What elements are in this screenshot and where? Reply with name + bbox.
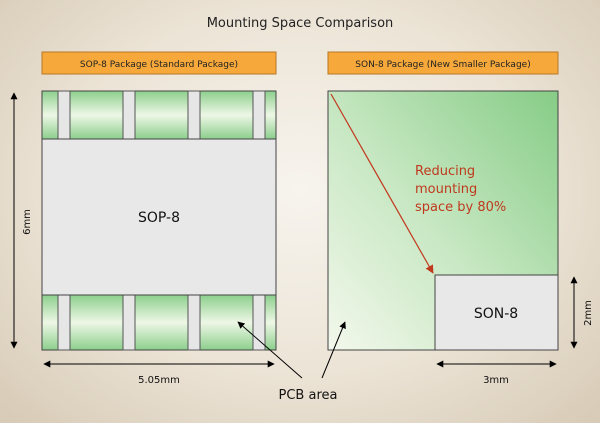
left-header-text: SOP-8 Package (Standard Package) [80,60,238,70]
pcb-pointer-left [237,321,303,379]
sop8-height-label: 6mm [22,209,33,235]
son8-footprint: SON-8 [327,90,559,351]
sop8-lead [187,294,201,351]
son8-width-label: 3mm [483,375,509,386]
sop8-lead [187,90,201,140]
son8-chip-label: SON-8 [474,306,518,322]
right-header-text: SON-8 Package (New Smaller Package) [355,60,530,70]
left-header-box [41,51,277,75]
sop8-chip-body [41,138,277,296]
reduction-note-line-1: Reducing [415,164,475,179]
son8-height-label: 2mm [583,300,594,326]
son8-chip-body [434,274,559,351]
sop8-lead [252,90,266,140]
sop8-top-pcb-strip [41,90,277,140]
sop8-bottom-pcb-strip [41,294,277,351]
sop8-width-label: 5.05mm [138,375,180,386]
diagram-title: Mounting Space Comparison [207,16,394,31]
pcb-area-label: PCB area [279,388,338,403]
sop8-lead [57,90,71,140]
sop8-lead [122,90,136,140]
reduction-note-line-2: mounting [415,182,477,197]
sop8-lead [122,294,136,351]
sop8-footprint: SOP-8 [41,90,277,351]
sop8-lead [57,294,71,351]
pcb-pointer-right [321,321,346,379]
right-header-box [327,51,559,75]
reduction-note-line-3: space by 80% [415,200,506,215]
sop8-lead [252,294,266,351]
reduction-arrow [330,93,434,274]
sop8-chip-label: SOP-8 [138,210,180,226]
